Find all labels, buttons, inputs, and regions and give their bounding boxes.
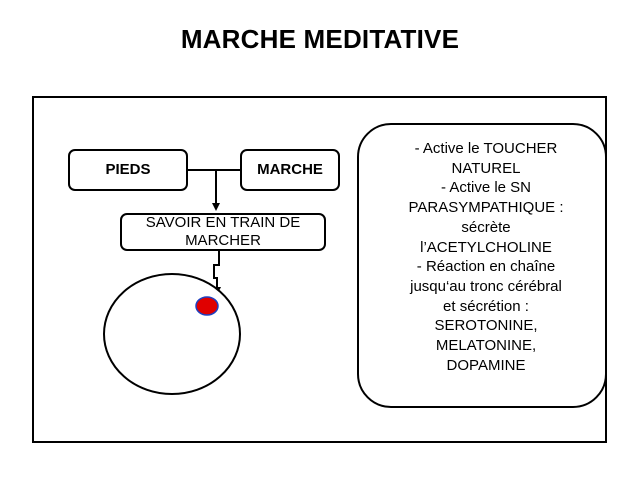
effects-panel	[357, 123, 607, 408]
brain-circle	[103, 273, 241, 395]
panel-line-8: jusqu‘au tronc cérébral	[410, 277, 562, 295]
panel-line-11: MELATONINE,	[435, 337, 537, 355]
node-marche: MARCHE	[240, 149, 340, 191]
node-savoir-line-1: SAVOIR EN TRAIN DE	[145, 214, 301, 231]
node-savoir: SAVOIR EN TRAIN DE MARCHER	[120, 213, 326, 251]
panel-line-1: - Active le TOUCHER	[414, 140, 558, 157]
panel-line-4: PARASYMPATHIQUE :	[408, 199, 564, 217]
node-pieds-label: PIEDS	[105, 161, 151, 178]
panel-line-10: SEROTONINE,	[434, 317, 538, 335]
panel-line-2: NATUREL	[451, 159, 521, 177]
node-savoir-line-2: MARCHER	[185, 232, 261, 249]
panel-line-5: sécrète	[461, 218, 511, 236]
panel-line-12: DOPAMINE	[446, 356, 526, 374]
panel-line-3: - Active le SN	[440, 179, 532, 197]
red-dot	[195, 296, 219, 316]
connector-zigzag-arrow	[213, 251, 221, 295]
panel-line-7: - Réaction en chaîne	[416, 258, 556, 276]
panel-line-6: l’ACETYLCHOLINE	[420, 238, 552, 256]
node-marche-label: MARCHE	[257, 161, 323, 178]
effects-panel-text: - Active le TOUCHER NATUREL - Active le …	[388, 139, 584, 375]
panel-line-9: et sécrétion :	[443, 297, 529, 315]
page-title: MARCHE MEDITATIVE	[180, 24, 460, 54]
node-pieds: PIEDS	[68, 149, 188, 191]
